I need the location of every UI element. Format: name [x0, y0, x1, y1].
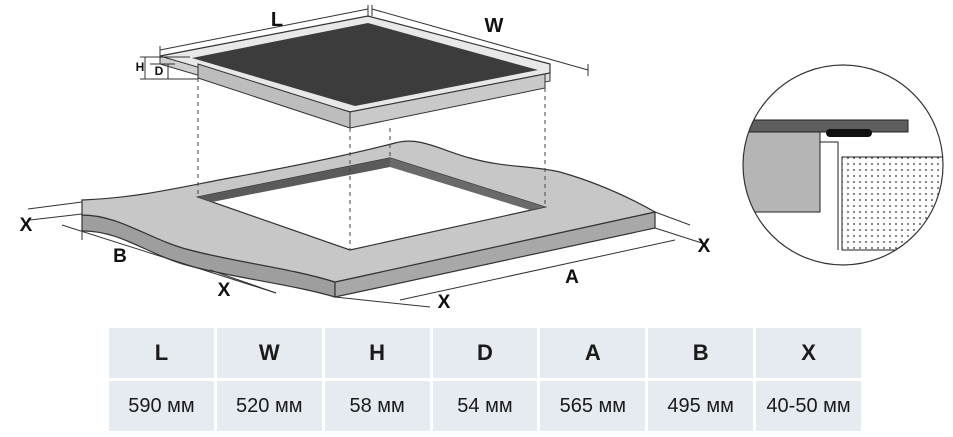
- table-value-cell: 590 мм: [109, 381, 214, 431]
- label-D: D: [155, 64, 164, 78]
- table-value-cell: 520 мм: [216, 381, 322, 431]
- detail-circle: [742, 64, 944, 266]
- label-X-bottom-left: X: [218, 280, 231, 301]
- table-value-cell: 40-50 мм: [756, 381, 861, 431]
- label-X-bottom-middle: X: [438, 292, 451, 313]
- table-header-cell: X: [756, 328, 861, 378]
- table-value-cell: 565 мм: [540, 381, 646, 431]
- dimension-lines: [27, 5, 706, 308]
- dimensions-table: L W H D A B X 590 мм 520 мм 58 мм 54 мм …: [106, 325, 864, 434]
- table-header-cell: D: [432, 328, 538, 378]
- table-header-cell: B: [648, 328, 754, 378]
- installation-diagram: L W H D X B X X A X: [20, 5, 944, 313]
- table-value-cell: 54 мм: [432, 381, 538, 431]
- label-A: A: [565, 267, 579, 288]
- label-H: H: [136, 60, 145, 74]
- table-value-row: 590 мм 520 мм 58 мм 54 мм 565 мм 495 мм …: [109, 381, 861, 431]
- label-B: B: [113, 246, 127, 267]
- table-value-cell: 58 мм: [324, 381, 430, 431]
- table-header-row: L W H D A B X: [109, 328, 861, 378]
- label-L: L: [271, 9, 283, 31]
- table-header-cell: H: [324, 328, 430, 378]
- label-W: W: [485, 15, 504, 37]
- projection-lines: [197, 78, 546, 250]
- table-header-cell: L: [109, 328, 214, 378]
- table-header-cell: A: [540, 328, 646, 378]
- label-X-right: X: [698, 236, 711, 257]
- label-X-left: X: [20, 215, 33, 236]
- table-value-cell: 495 мм: [648, 381, 754, 431]
- table-header-cell: W: [216, 328, 322, 378]
- countertop: [81, 140, 657, 298]
